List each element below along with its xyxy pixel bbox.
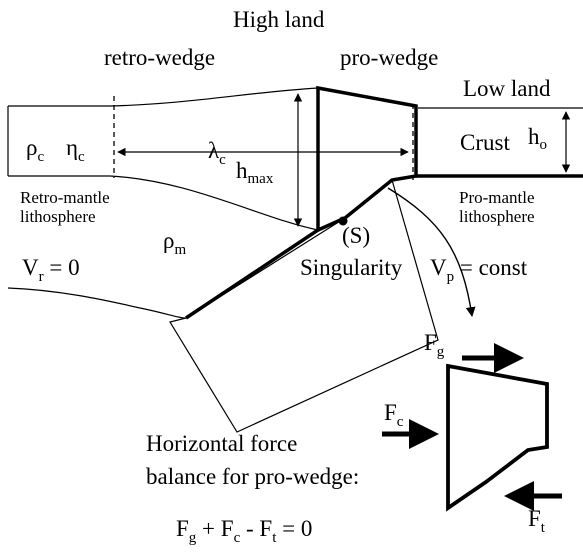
hmax-label: hmax	[236, 158, 274, 187]
fc-label: Fc	[384, 400, 404, 430]
rho-m-label: ρm	[163, 228, 186, 258]
singularity-point	[338, 216, 348, 226]
vr-label: Vr = 0	[22, 255, 80, 285]
pro-wedge-shape	[185, 85, 583, 320]
force-balance-inset: Fg Fc Ft	[382, 330, 562, 536]
ho-label: ho	[528, 124, 547, 153]
retro-mantle-label: Retro-mantle	[20, 188, 110, 207]
rho-c-label: ρc	[26, 135, 44, 165]
s-label: (S)	[342, 223, 370, 248]
force-title-line1: Horizontal force	[146, 431, 297, 456]
crust-label: Crust	[460, 130, 510, 155]
pro-lithosphere-label: lithosphere	[459, 207, 535, 226]
inset-wedge-shape	[446, 363, 549, 512]
singularity-label: Singularity	[300, 255, 403, 280]
force-title-line2: balance for pro-wedge:	[146, 464, 359, 489]
high-land-label: High land	[233, 7, 325, 32]
pro-mantle-label: Pro-mantle	[459, 188, 535, 207]
vp-label: Vp = const	[430, 255, 528, 285]
eta-c-label: ηc	[66, 135, 85, 165]
retro-wedge-label: retro-wedge	[104, 45, 215, 70]
retro-lithosphere-label: lithosphere	[20, 207, 96, 226]
inset-arrow	[387, 187, 476, 317]
lambda-c-label: λc	[208, 138, 226, 168]
pro-wedge-label: pro-wedge	[340, 45, 438, 70]
force-equation: Fg + Fc - Ft = 0	[176, 516, 312, 546]
low-land-label: Low land	[463, 76, 551, 101]
fg-label: Fg	[424, 330, 445, 360]
ft-label: Ft	[528, 506, 546, 536]
